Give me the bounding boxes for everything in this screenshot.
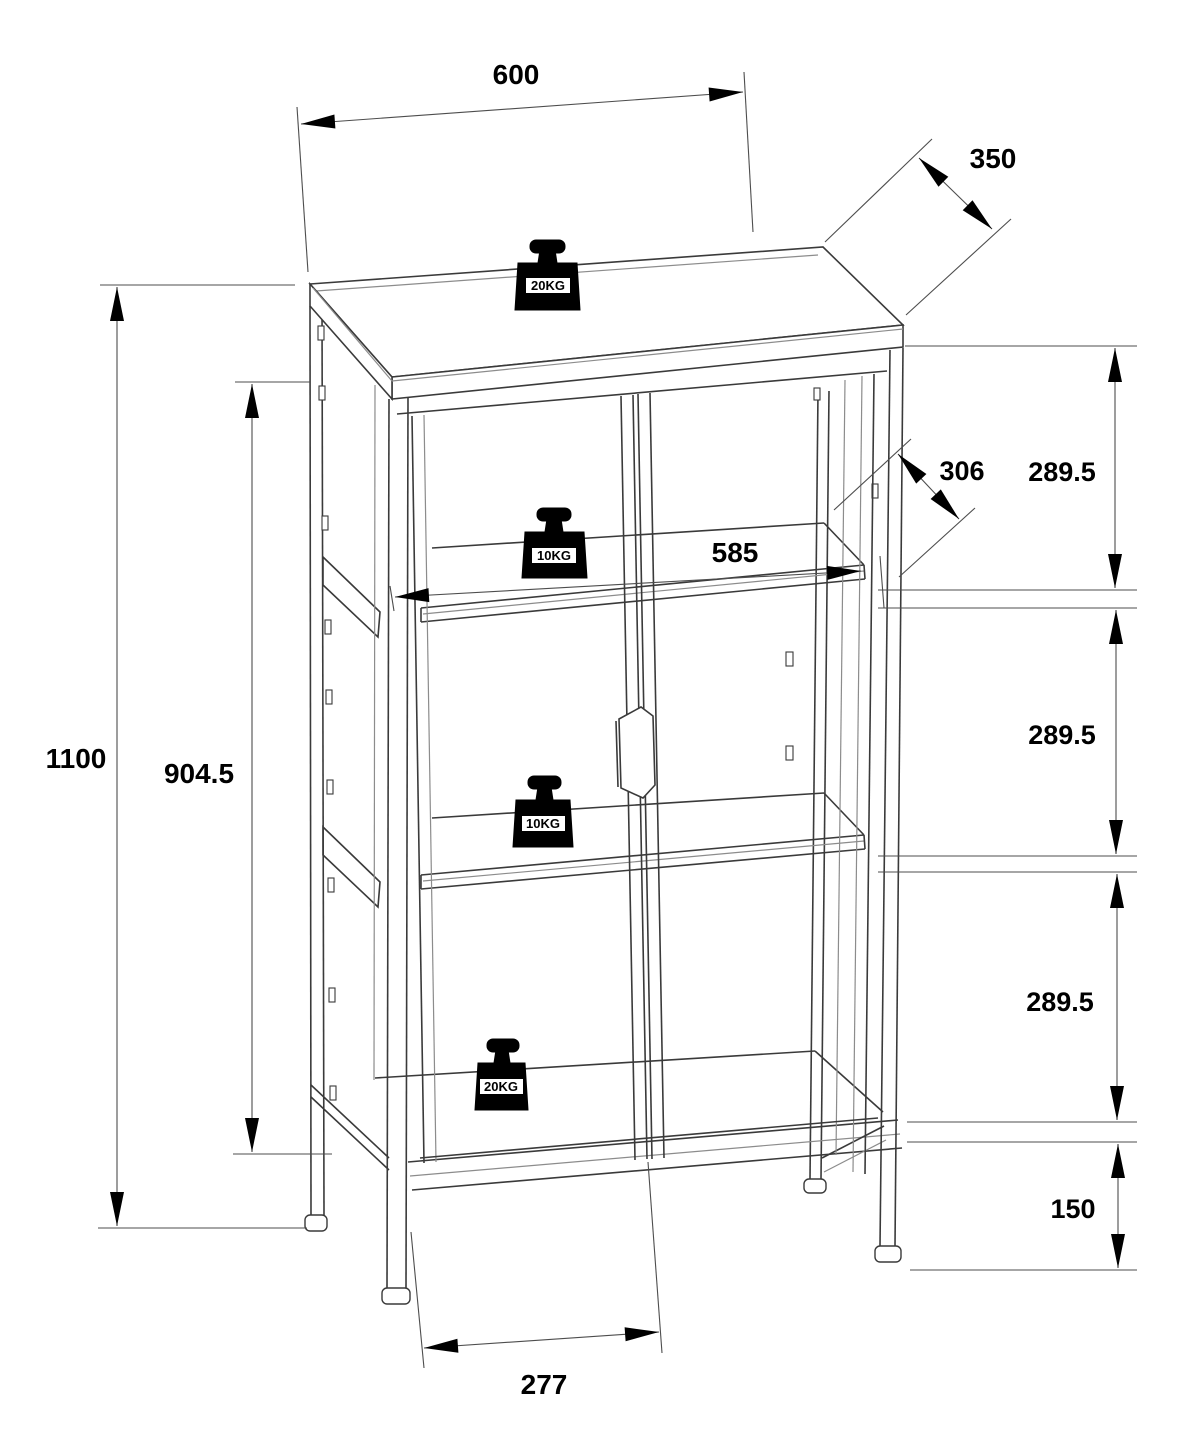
dim-middle-section-label: 289.5 (1028, 720, 1096, 750)
dim-door-height-label: 904.5 (164, 758, 234, 789)
dim-height-label: 1100 (46, 743, 107, 774)
glass-doors (396, 370, 888, 1175)
top-panel (308, 246, 905, 402)
top-load-weight: 20KG (514, 239, 581, 311)
front-right-foot (874, 1245, 902, 1263)
lower-shelf-load-weight: 10KG (512, 775, 574, 848)
upper-shelf-load-weight: 10KG (521, 507, 588, 579)
right-side-glass-edge (835, 379, 846, 1156)
dim-inner-depth-label: 306 (939, 456, 984, 486)
front-right-post (874, 347, 904, 1263)
upper-shelf (322, 522, 866, 639)
dim-lower-section-label: 289.5 (1026, 987, 1094, 1017)
dim-inner-width-label: 585 (712, 537, 759, 568)
upper-shelf-load-label: 10KG (537, 548, 571, 563)
right-door-hinges (785, 387, 879, 761)
front-left-post (381, 396, 411, 1305)
dimension-depth: 350 (824, 138, 1017, 316)
dim-leg-height-label: 150 (1050, 1194, 1095, 1224)
lower-shelf (322, 792, 866, 909)
base-load-weight: 20KG (474, 1038, 529, 1111)
left-side-frame (304, 304, 376, 1232)
cabinet-drawing: 10KG 10KG 20KG (304, 239, 905, 1305)
dimension-inner-width: 585 (389, 537, 885, 612)
front-left-foot (381, 1287, 411, 1305)
dimension-door-height: 904.5 (164, 381, 332, 1155)
base-shelf (310, 1050, 903, 1191)
dimension-height: 1100 (46, 284, 307, 1229)
lower-shelf-load-label: 10KG (526, 816, 560, 831)
base-load-label: 20KG (484, 1079, 518, 1094)
dimension-width: 600 (296, 59, 754, 273)
dimension-inner-depth: 306 (833, 438, 985, 578)
dim-leg-spacing-label: 277 (521, 1369, 568, 1400)
back-left-foot (304, 1214, 328, 1232)
dim-width-label: 600 (493, 59, 540, 90)
back-right-foot (803, 1178, 827, 1194)
back-right-post (803, 390, 830, 1194)
dimension-sections-right: 289.5 289.5 289.5 150 (878, 345, 1137, 1271)
dim-upper-section-label: 289.5 (1028, 457, 1096, 487)
left-post-hinges (317, 325, 337, 1101)
door-handle (615, 706, 656, 799)
dimension-leg-spacing: 277 (410, 1161, 663, 1400)
top-load-label: 20KG (531, 278, 565, 293)
dim-depth-label: 350 (970, 143, 1017, 174)
